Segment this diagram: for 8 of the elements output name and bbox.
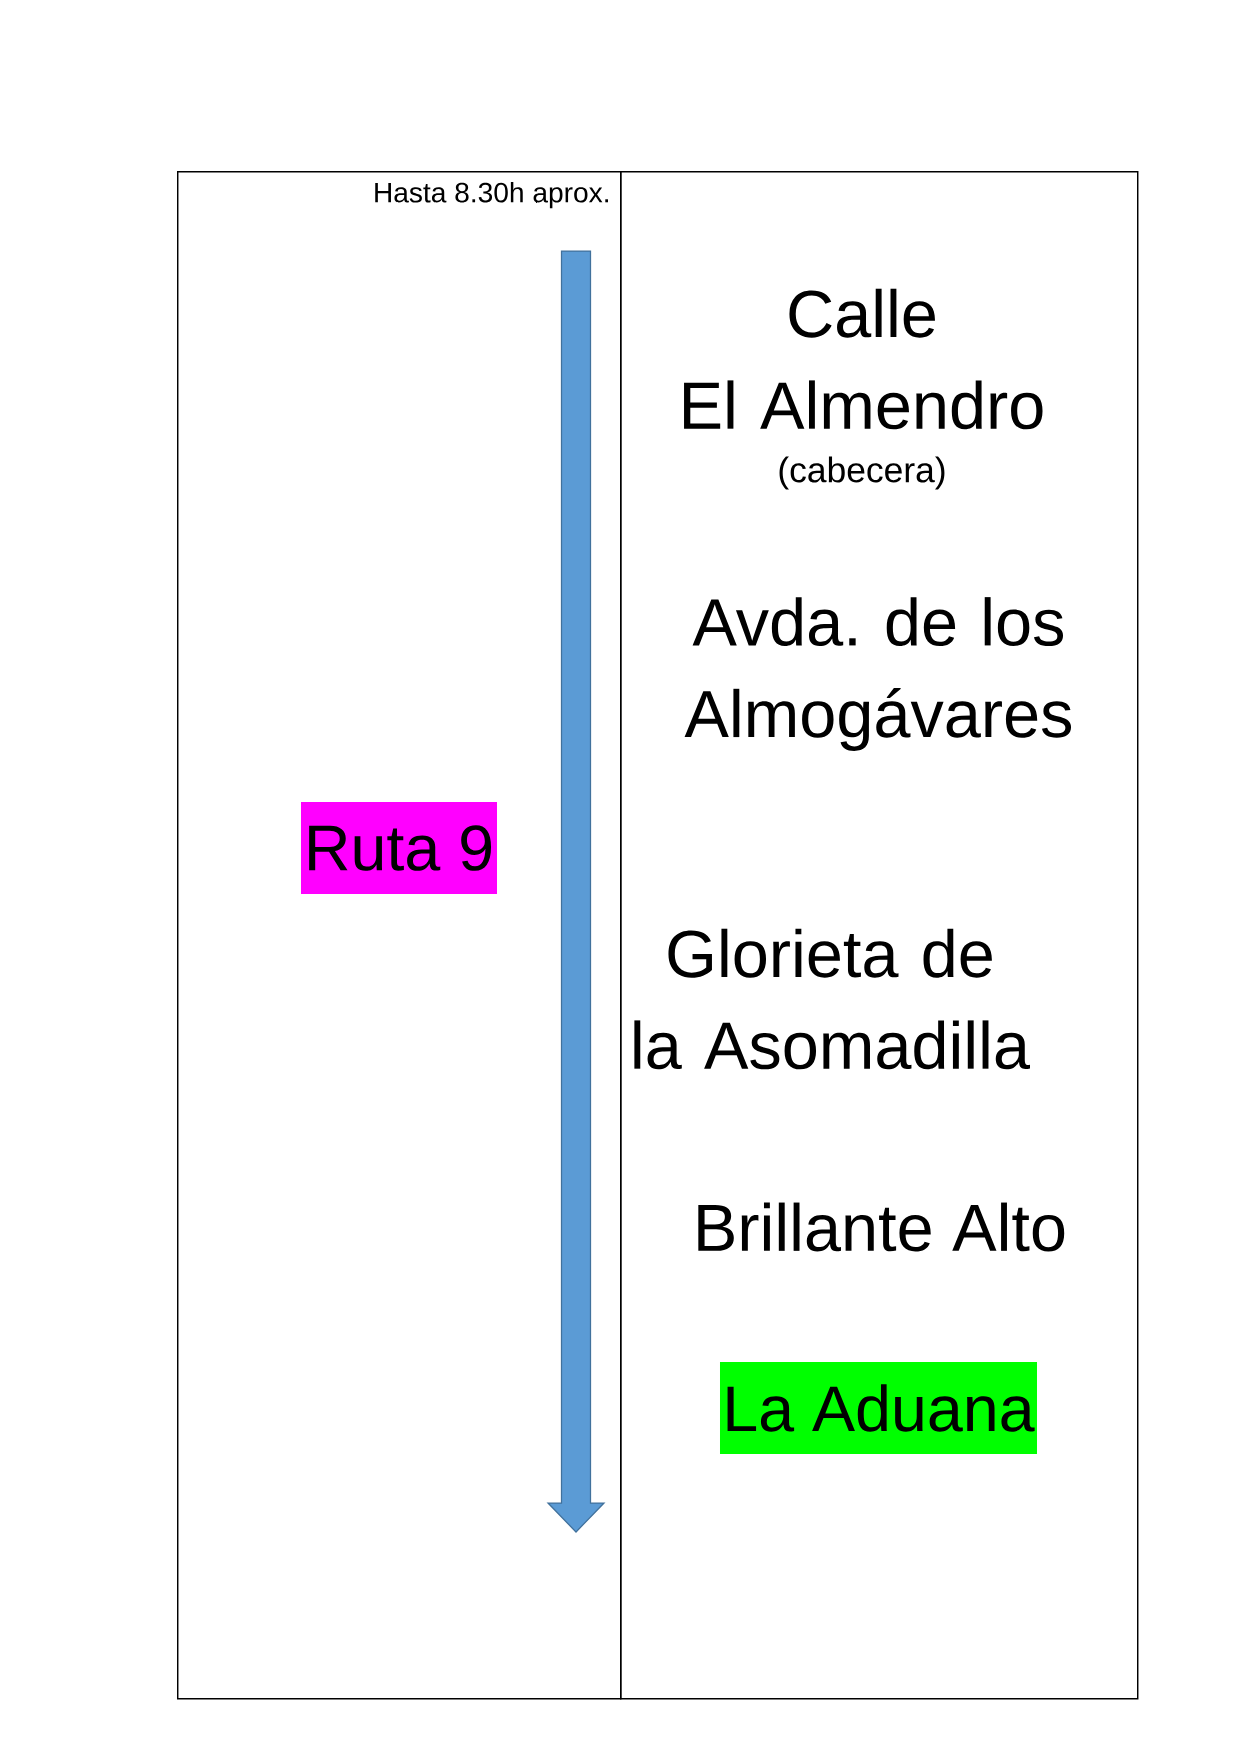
- note-text: (cabecera): [779, 456, 945, 490]
- highlighted-label: La Aduana: [720, 1362, 1037, 1454]
- highlighted-label: Ruta 9: [301, 802, 497, 894]
- stop-name: Brillante Alto: [698, 1202, 1065, 1252]
- stop-name: Calle El Almendro: [684, 288, 1043, 430]
- note-text: Hasta 8.30h aprox.: [375, 181, 608, 209]
- stop-name: Glorieta de la Asomadilla: [634, 928, 1030, 1070]
- stop-name: Avda. de los Almogávares: [684, 597, 1072, 751]
